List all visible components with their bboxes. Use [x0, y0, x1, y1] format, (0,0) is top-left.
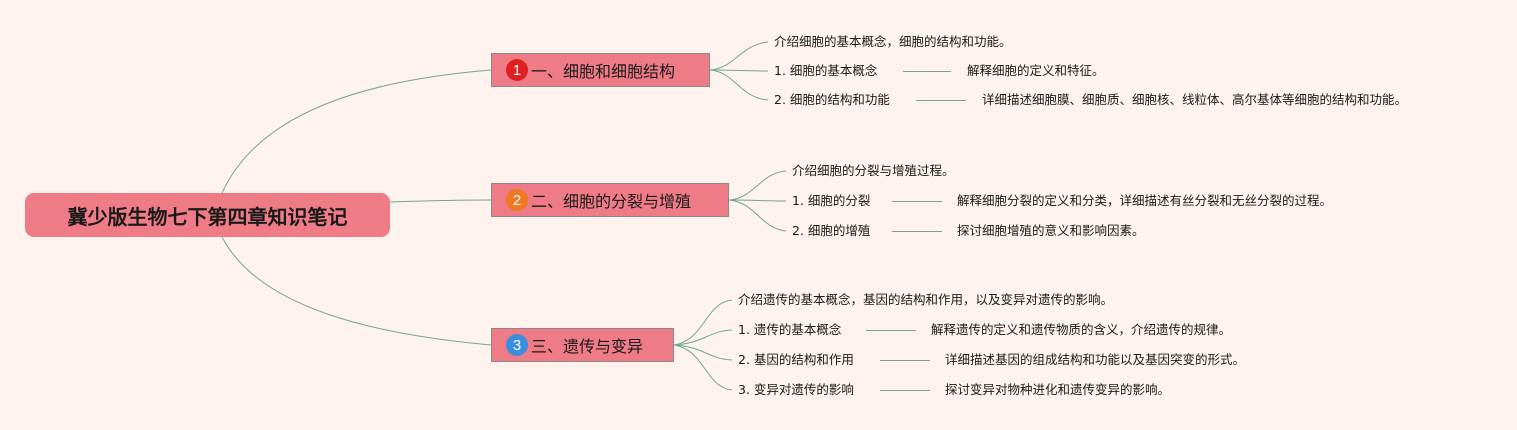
branch-title: 二、细胞的分裂与增殖: [531, 192, 692, 211]
branch-3-to-item-4-line: [673, 344, 733, 391]
branch-title: 一、细胞和细胞结构: [531, 62, 676, 81]
branch-3-item-4-detail[interactable]: 探讨变异对物种进化和遗传变异的影响。: [945, 382, 1171, 397]
branch-title: 三、遗传与变异: [531, 337, 644, 356]
branch-3-to-item-3-line: [673, 344, 733, 361]
branch-1-item-2-detail[interactable]: 解释细胞的定义和特征。: [967, 63, 1105, 78]
branch-2-to-item-3-line: [728, 199, 787, 232]
badge-1-icon: 1: [506, 59, 528, 81]
branch-3-to-item-1-line: [673, 299, 733, 346]
branch-1-item-3[interactable]: 2. 细胞的结构和功能: [774, 92, 890, 107]
branch-2-item-3[interactable]: 2. 细胞的增殖: [792, 223, 871, 238]
root-to-branch-2-line: [389, 199, 492, 203]
branch-3-item-3-detail-line: [880, 360, 930, 361]
branch-1-item-3-detail-line: [916, 100, 966, 101]
branch-2-item-2[interactable]: 1. 细胞的分裂: [792, 193, 871, 208]
branch-1-item-3-detail[interactable]: 详细描述细胞膜、细胞质、细胞核、线粒体、高尔基体等细胞的结构和功能。: [982, 92, 1408, 107]
badge-2-icon: 2: [506, 189, 528, 211]
branch-3-item-2-detail-line: [866, 330, 916, 331]
branch-2-item-1[interactable]: 介绍细胞的分裂与增殖过程。: [792, 163, 955, 178]
branch-node-3[interactable]: 3 三、遗传与变异: [491, 328, 674, 362]
branch-1-to-item-2-line: [709, 69, 769, 72]
branch-2-item-2-detail-line: [892, 201, 942, 202]
branch-3-item-4[interactable]: 3. 变异对遗传的影响: [738, 382, 854, 397]
branch-3-item-3-detail[interactable]: 详细描述基因的组成结构和功能以及基因突变的形式。: [945, 352, 1246, 367]
branch-1-item-2[interactable]: 1. 细胞的基本概念: [774, 63, 878, 78]
root-to-branch-1-line: [221, 69, 492, 194]
branch-3-item-2[interactable]: 1. 遗传的基本概念: [738, 322, 842, 337]
branch-1-item-2-detail-line: [903, 71, 951, 72]
branch-3-item-3[interactable]: 2. 基因的结构和作用: [738, 352, 854, 367]
root-to-branch-3-line: [221, 236, 492, 346]
branch-3-item-2-detail[interactable]: 解释遗传的定义和遗传物质的含义，介绍遗传的规律。: [931, 322, 1232, 337]
branch-node-1[interactable]: 1 一、细胞和细胞结构: [491, 53, 710, 87]
branch-2-item-3-detail[interactable]: 探讨细胞增殖的意义和影响因素。: [957, 223, 1145, 238]
branch-1-item-1[interactable]: 介绍细胞的基本概念，细胞的结构和功能。: [774, 34, 1012, 49]
branch-2-to-item-2-line: [728, 199, 787, 202]
branch-1-to-item-3-line: [709, 69, 769, 101]
branch-2-item-2-detail[interactable]: 解释细胞分裂的定义和分类，详细描述有丝分裂和无丝分裂的过程。: [957, 193, 1333, 208]
branch-2-item-3-detail-line: [892, 231, 942, 232]
badge-3-icon: 3: [506, 334, 528, 356]
branch-3-item-4-detail-line: [880, 390, 930, 391]
root-title: 冀少版生物七下第四章知识笔记: [67, 204, 348, 229]
branch-1-to-item-1-line: [709, 41, 769, 71]
branch-3-item-1[interactable]: 介绍遗传的基本概念，基因的结构和作用，以及变异对遗传的影响。: [738, 292, 1114, 307]
root-node[interactable]: 冀少版生物七下第四章知识笔记: [25, 193, 390, 237]
branch-3-to-item-2-line: [673, 329, 733, 346]
branch-2-to-item-1-line: [728, 170, 787, 201]
branch-node-2[interactable]: 2 二、细胞的分裂与增殖: [491, 183, 729, 217]
